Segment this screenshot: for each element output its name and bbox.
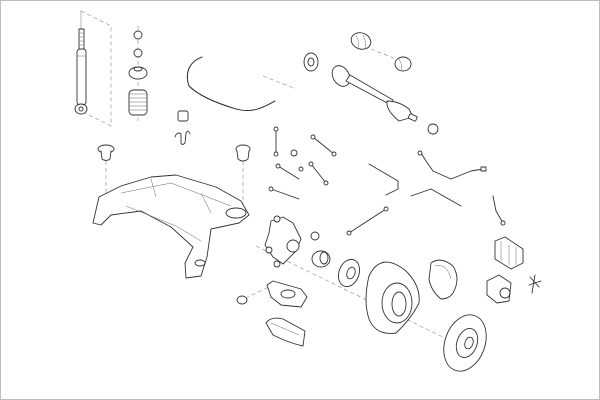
cv-boot-kit[interactable]: [349, 30, 412, 72]
top-mount-nuts[interactable]: [133, 30, 143, 58]
stabilizer-clamp[interactable]: [174, 130, 191, 145]
rear-subframe[interactable]: [92, 174, 250, 279]
drive-shaft[interactable]: [329, 62, 418, 122]
brake-hoses[interactable]: [346, 163, 506, 236]
hub-axis-line: [255, 75, 452, 342]
brake-caliper[interactable]: [486, 274, 512, 304]
shock-absorber[interactable]: [74, 28, 88, 115]
brake-disc[interactable]: [436, 309, 493, 377]
nut[interactable]: [310, 231, 320, 241]
wheel-carrier[interactable]: [264, 215, 302, 268]
brake-shoes[interactable]: [428, 259, 458, 300]
stabilizer-bushing[interactable]: [177, 110, 189, 122]
stabilizer-bar[interactable]: [186, 56, 276, 112]
shock-leader-line: [80, 10, 112, 127]
boot-leader: [370, 48, 402, 62]
lower-control-arm[interactable]: [266, 280, 308, 308]
abs-sensor-1[interactable]: [417, 150, 487, 180]
spring-seat[interactable]: [128, 66, 148, 80]
wheel-hub[interactable]: [335, 256, 363, 289]
subframe-bushing-left[interactable]: [97, 144, 115, 161]
arm-bushing[interactable]: [236, 295, 248, 305]
subframe-bushing-right[interactable]: [235, 144, 251, 162]
bushing-small[interactable]: [427, 123, 439, 135]
coil-spring[interactable]: [128, 89, 148, 116]
arm-bushing-leader: [238, 286, 270, 302]
arm-cover[interactable]: [265, 317, 306, 347]
backing-plate[interactable]: [365, 261, 420, 334]
wheel-bearing[interactable]: [311, 250, 331, 268]
control-links[interactable]: [268, 126, 337, 200]
flange-joint[interactable]: [303, 52, 319, 72]
brake-pads[interactable]: [494, 236, 524, 270]
pad-spring[interactable]: [528, 274, 542, 294]
